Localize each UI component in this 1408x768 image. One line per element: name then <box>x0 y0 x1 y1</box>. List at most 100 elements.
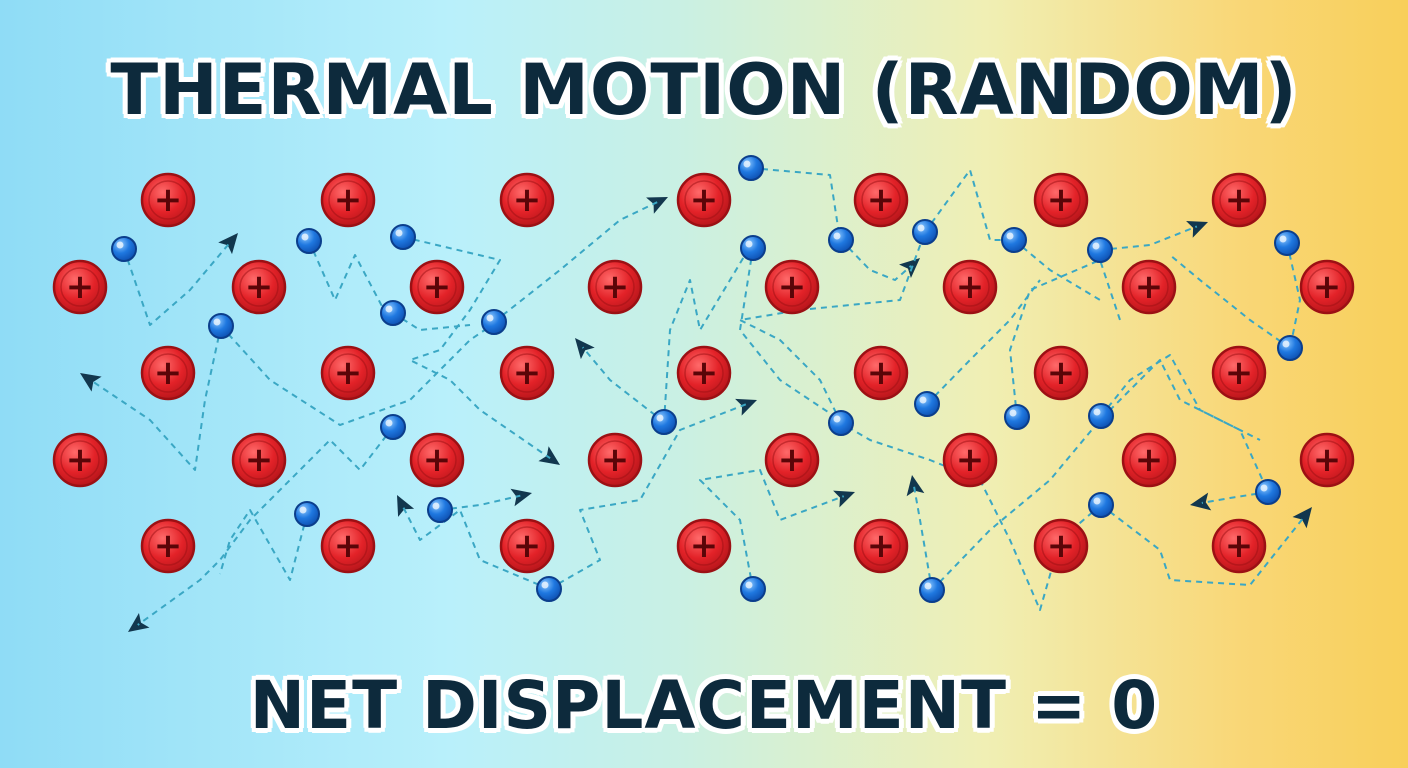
ion-plus-sign: + <box>867 526 896 566</box>
electron <box>296 228 322 254</box>
ion-plus-sign: + <box>334 353 363 393</box>
plus-circle-icon: + <box>1211 345 1267 401</box>
plus-circle-icon: + <box>1033 518 1089 574</box>
ion-plus-sign: + <box>66 440 95 480</box>
ion-plus-sign: + <box>1135 440 1164 480</box>
plus-circle-icon: + <box>676 518 732 574</box>
arrowhead-icon <box>397 495 415 517</box>
ion-plus-sign: + <box>513 353 542 393</box>
ion-ring <box>417 267 457 307</box>
diagram-title: THERMAL MOTION (RANDOM) <box>110 49 1298 131</box>
electrons <box>111 155 1303 603</box>
ion-ring <box>684 526 724 566</box>
motion-path <box>1286 242 1301 349</box>
positive-ions: +++++++++++++++++++++++++++++++++++++ <box>52 172 1355 574</box>
ion-plus-sign: + <box>1225 180 1254 220</box>
blue-dot-icon <box>380 414 406 440</box>
ion-ring <box>507 526 547 566</box>
electron-highlight <box>1009 409 1017 417</box>
electron <box>651 409 677 435</box>
motion-path <box>1100 504 1306 586</box>
plus-circle-icon: + <box>1033 172 1089 228</box>
plus-circle-icon: + <box>1299 432 1355 488</box>
plus-circle-icon: + <box>942 432 998 488</box>
electron-highlight <box>743 160 751 168</box>
arrowhead-icon <box>646 197 668 214</box>
ion-plus-sign: + <box>154 526 183 566</box>
motion-paths <box>80 167 1312 632</box>
arrowhead-icon <box>1186 221 1208 238</box>
blue-dot-icon <box>294 501 320 527</box>
blue-dot-icon <box>919 577 945 603</box>
plus-circle-icon: + <box>1211 518 1267 574</box>
blue-dot-icon <box>651 409 677 435</box>
ion-plus-sign: + <box>778 440 807 480</box>
motion-path <box>308 240 386 313</box>
electron-highlight <box>301 233 309 241</box>
motion-path <box>402 236 551 460</box>
plus-circle-icon: + <box>409 432 465 488</box>
blue-dot-icon <box>828 410 854 436</box>
ion-plus-sign: + <box>956 440 985 480</box>
electron-highlight <box>395 229 403 237</box>
plus-circle-icon: + <box>676 172 732 228</box>
motion-path <box>493 201 658 323</box>
motion-path <box>548 403 747 590</box>
plus-circle-icon: + <box>320 172 376 228</box>
electron <box>536 576 562 602</box>
plus-circle-icon: + <box>942 259 998 315</box>
ion-plus-sign: + <box>1047 526 1076 566</box>
electron <box>1087 237 1113 263</box>
ion-plus-sign: + <box>334 180 363 220</box>
arrowhead-icon <box>735 398 757 416</box>
arrowhead-icon <box>538 446 560 465</box>
electron <box>1001 227 1027 253</box>
electron <box>914 391 940 417</box>
blue-dot-icon <box>1088 403 1114 429</box>
plus-circle-icon: + <box>409 259 465 315</box>
ion-plus-sign: + <box>1225 526 1254 566</box>
ion-ring <box>1129 440 1169 480</box>
ion-plus-sign: + <box>423 440 452 480</box>
electron-highlight <box>833 232 841 240</box>
ion-plus-sign: + <box>778 267 807 307</box>
plus-circle-icon: + <box>1211 172 1267 228</box>
ion-plus-sign: + <box>956 267 985 307</box>
motion-path <box>123 241 232 326</box>
plus-circle-icon: + <box>1121 432 1177 488</box>
electron <box>380 300 406 326</box>
arrowhead-icon <box>833 490 855 508</box>
electron-highlight <box>432 502 440 510</box>
ion-ring <box>1219 180 1259 220</box>
electron-highlight <box>385 419 393 427</box>
motion-path <box>924 169 1014 241</box>
plus-circle-icon: + <box>140 172 196 228</box>
motion-path <box>219 509 308 581</box>
electron-highlight <box>656 414 664 422</box>
plus-circle-icon: + <box>499 345 555 401</box>
electron <box>1255 479 1281 505</box>
ion-ring <box>507 353 547 393</box>
plus-circle-icon: + <box>587 259 643 315</box>
electron-highlight <box>1260 484 1268 492</box>
electron-highlight <box>299 506 307 514</box>
arrowhead-icon <box>1190 492 1212 511</box>
ion-ring <box>417 440 457 480</box>
ion-ring <box>328 353 368 393</box>
electron <box>1088 403 1114 429</box>
blue-dot-icon <box>390 224 416 250</box>
blue-dot-icon <box>1277 335 1303 361</box>
ion-plus-sign: + <box>1225 353 1254 393</box>
ion-plus-sign: + <box>1313 440 1342 480</box>
ion-plus-sign: + <box>334 526 363 566</box>
ion-ring <box>684 353 724 393</box>
motion-path <box>1013 239 1101 301</box>
motion-path <box>581 346 665 423</box>
ion-ring <box>595 440 635 480</box>
electron <box>1274 230 1300 256</box>
net-displacement-caption: NET DISPLACEMENT = 0 <box>249 667 1159 744</box>
motion-path <box>750 167 841 241</box>
ion-ring <box>861 526 901 566</box>
plus-circle-icon: + <box>52 259 108 315</box>
